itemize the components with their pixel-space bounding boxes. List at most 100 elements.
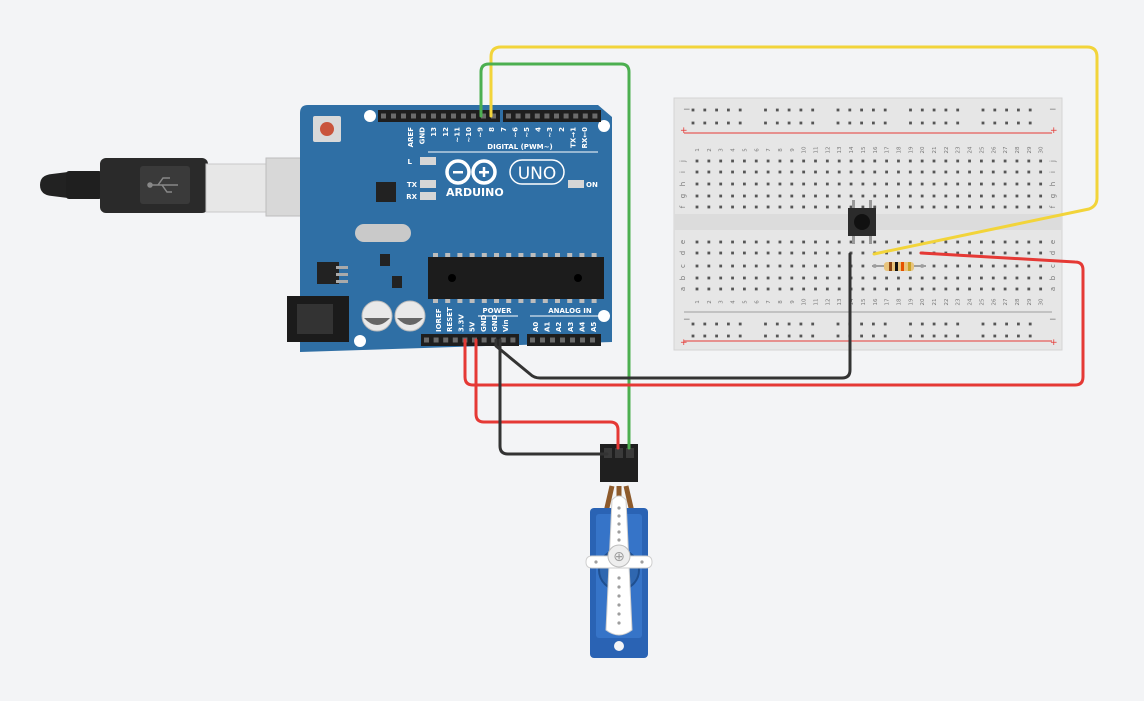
breadboard-hole[interactable] <box>754 264 758 268</box>
breadboard-hole[interactable] <box>861 264 865 268</box>
breadboard-hole[interactable] <box>981 322 985 326</box>
breadboard-hole[interactable] <box>872 121 875 125</box>
breadboard-hole[interactable] <box>932 121 936 125</box>
breadboard-hole[interactable] <box>920 205 924 209</box>
breadboard-hole[interactable] <box>695 264 699 268</box>
breadboard-hole[interactable] <box>719 264 723 268</box>
breadboard-hole[interactable] <box>944 322 948 326</box>
breadboard-hole[interactable] <box>1039 251 1043 255</box>
breadboard-hole[interactable] <box>872 108 875 112</box>
header-pin[interactable] <box>534 113 540 119</box>
breadboard-hole[interactable] <box>1028 121 1032 125</box>
header-pin[interactable] <box>401 113 406 119</box>
header-pin[interactable] <box>461 113 466 119</box>
breadboard-hole[interactable] <box>764 108 767 112</box>
breadboard-hole[interactable] <box>775 108 779 112</box>
pushbutton[interactable] <box>848 200 876 244</box>
breadboard-hole[interactable] <box>778 264 782 268</box>
breadboard-hole[interactable] <box>981 108 985 112</box>
breadboard-hole[interactable] <box>860 121 863 125</box>
breadboard-hole[interactable] <box>731 264 734 268</box>
breadboard-hole[interactable] <box>837 159 841 163</box>
breadboard-hole[interactable] <box>1027 240 1031 244</box>
breadboard-hole[interactable] <box>778 194 782 198</box>
breadboard-hole[interactable] <box>860 108 863 112</box>
breadboard-hole[interactable] <box>944 194 948 198</box>
breadboard-hole[interactable] <box>825 240 829 244</box>
breadboard-hole[interactable] <box>790 276 794 280</box>
header-pin[interactable] <box>424 337 429 343</box>
breadboard-hole[interactable] <box>814 251 817 255</box>
breadboard-hole[interactable] <box>1015 287 1019 291</box>
breadboard-hole[interactable] <box>873 159 877 163</box>
resistor[interactable] <box>872 262 926 271</box>
red-wire-servo[interactable] <box>474 338 620 450</box>
breadboard-hole[interactable] <box>885 251 888 255</box>
breadboard-hole[interactable] <box>707 159 711 163</box>
breadboard-hole[interactable] <box>1027 170 1031 174</box>
breadboard-hole[interactable] <box>908 287 912 291</box>
breadboard-hole[interactable] <box>908 251 912 255</box>
breadboard-hole[interactable] <box>993 334 997 338</box>
breadboard-hole[interactable] <box>825 182 829 186</box>
breadboard-hole[interactable] <box>766 182 770 186</box>
red-wire-5v[interactable] <box>463 251 1085 387</box>
breadboard-hole[interactable] <box>1003 240 1007 244</box>
breadboard-hole[interactable] <box>837 205 841 209</box>
header-pin[interactable] <box>451 113 456 119</box>
breadboard-hole[interactable] <box>837 264 841 268</box>
breadboard-hole[interactable] <box>691 334 695 338</box>
breadboard-hole[interactable] <box>885 276 888 280</box>
breadboard-hole[interactable] <box>707 276 711 280</box>
breadboard-hole[interactable] <box>754 182 758 186</box>
breadboard-hole[interactable] <box>1005 322 1008 326</box>
breadboard-hole[interactable] <box>861 240 865 244</box>
breadboard-hole[interactable] <box>980 170 983 174</box>
breadboard-hole[interactable] <box>811 334 815 338</box>
black-wire-gnd[interactable] <box>494 252 852 380</box>
breadboard-hole[interactable] <box>707 205 711 209</box>
breadboard-hole[interactable] <box>1015 205 1019 209</box>
breadboard-hole[interactable] <box>691 108 695 112</box>
breadboard-hole[interactable] <box>691 121 695 125</box>
breadboard-hole[interactable] <box>754 194 758 198</box>
breadboard-hole[interactable] <box>873 182 877 186</box>
breadboard-hole[interactable] <box>932 264 936 268</box>
breadboard-hole[interactable] <box>873 205 877 209</box>
breadboard-hole[interactable] <box>908 159 912 163</box>
breadboard-hole[interactable] <box>920 108 924 112</box>
breadboard-hole[interactable] <box>811 322 815 326</box>
breadboard-hole[interactable] <box>790 264 794 268</box>
breadboard-hole[interactable] <box>738 108 742 112</box>
breadboard-hole[interactable] <box>731 159 734 163</box>
breadboard-hole[interactable] <box>837 287 841 291</box>
breadboard-hole[interactable] <box>778 251 782 255</box>
breadboard-hole[interactable] <box>872 334 875 338</box>
breadboard-hole[interactable] <box>980 264 983 268</box>
breadboard-hole[interactable] <box>885 182 888 186</box>
breadboard-hole[interactable] <box>920 322 924 326</box>
breadboard-hole[interactable] <box>956 182 960 186</box>
breadboard-hole[interactable] <box>695 276 699 280</box>
breadboard-hole[interactable] <box>908 182 912 186</box>
breadboard-hole[interactable] <box>790 287 794 291</box>
breadboard-hole[interactable] <box>993 108 997 112</box>
breadboard-hole[interactable] <box>1015 194 1019 198</box>
breadboard-hole[interactable] <box>956 240 960 244</box>
breadboard-hole[interactable] <box>837 276 841 280</box>
breadboard-hole[interactable] <box>1015 182 1019 186</box>
breadboard-hole[interactable] <box>743 287 746 291</box>
breadboard-hole[interactable] <box>764 121 767 125</box>
breadboard-hole[interactable] <box>778 182 782 186</box>
breadboard-hole[interactable] <box>1003 194 1007 198</box>
breadboard-hole[interactable] <box>883 322 887 326</box>
breadboard-hole[interactable] <box>980 276 983 280</box>
breadboard-hole[interactable] <box>932 276 936 280</box>
breadboard-hole[interactable] <box>956 194 960 198</box>
breadboard-hole[interactable] <box>980 194 983 198</box>
breadboard-hole[interactable] <box>1027 251 1031 255</box>
breadboard-hole[interactable] <box>799 334 803 338</box>
breadboard-hole[interactable] <box>738 322 742 326</box>
breadboard-hole[interactable] <box>909 108 912 112</box>
breadboard-hole[interactable] <box>991 276 995 280</box>
